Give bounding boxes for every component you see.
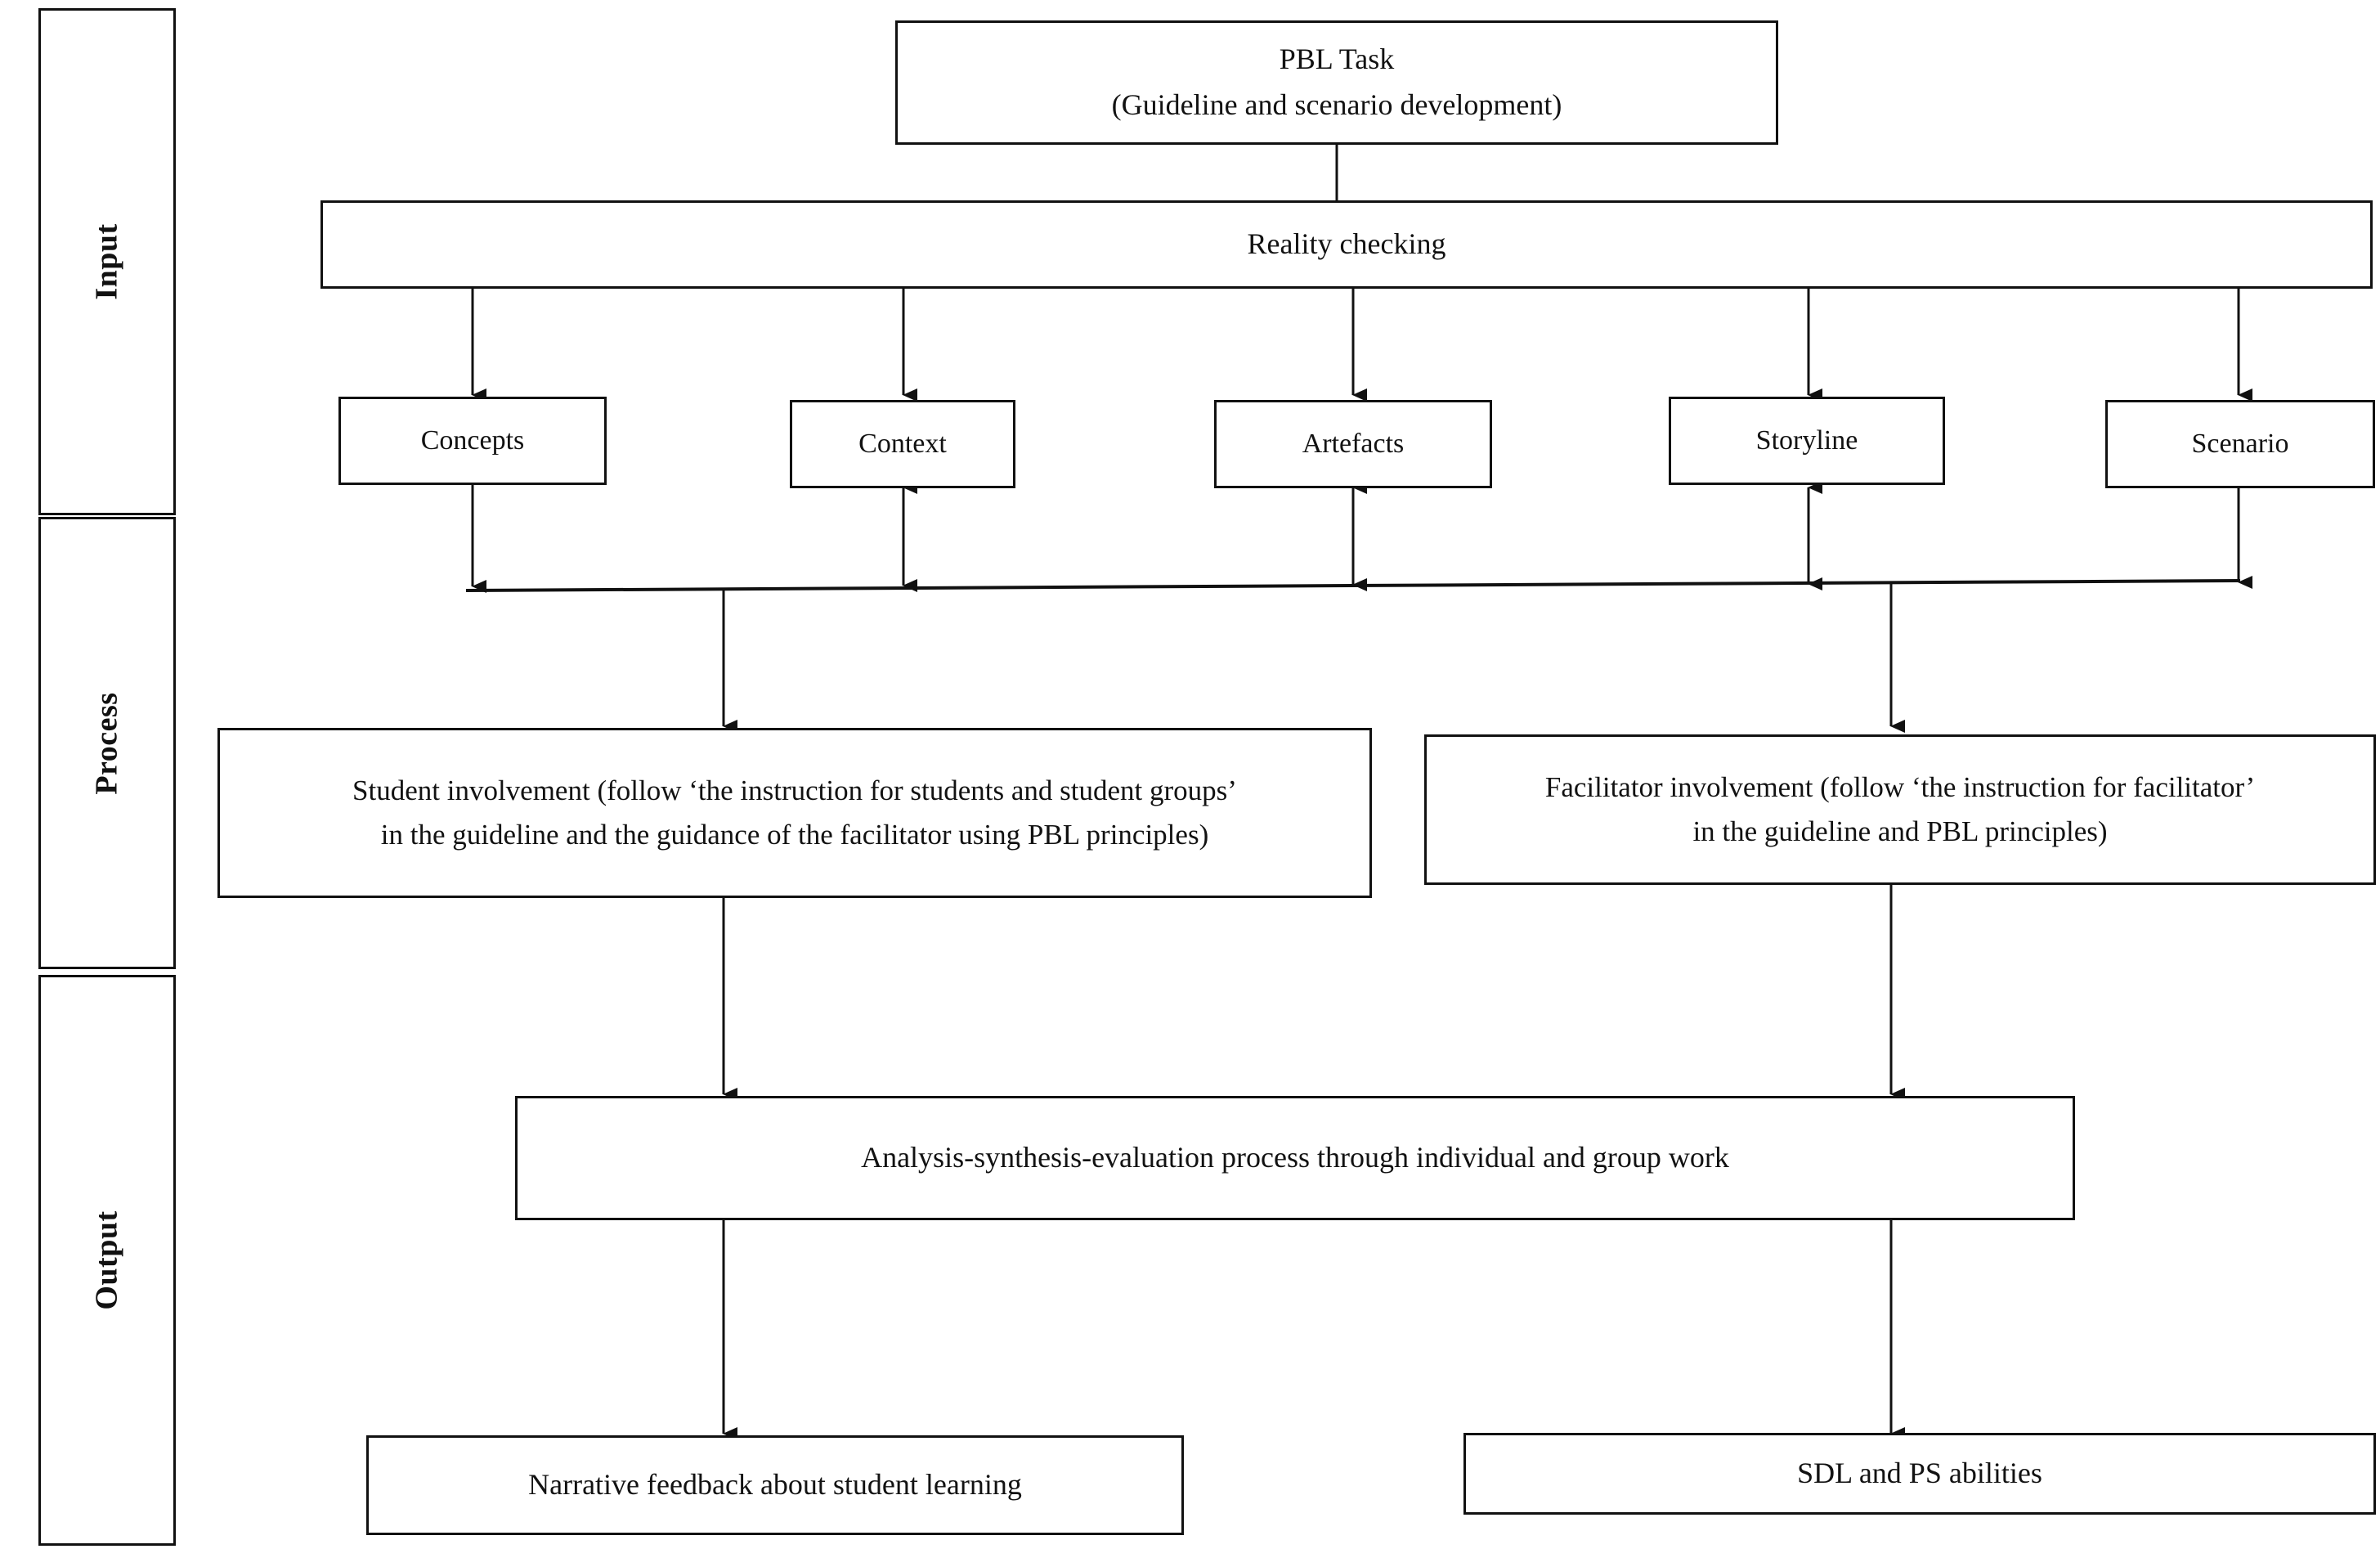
node-artefacts-label: Artefacts (1302, 428, 1405, 459)
horizontal-bus-line (465, 579, 2241, 592)
node-pbl-task-line1: PBL Task (1279, 43, 1395, 76)
node-reality-checking[interactable]: Reality checking (320, 200, 2373, 289)
node-context-label: Context (858, 428, 947, 459)
node-student-involvement-line1: Student involvement (follow ‘the instruc… (352, 774, 1237, 806)
node-context[interactable]: Context (790, 400, 1015, 488)
node-pbl-task-line2: (Guideline and scenario development) (1111, 88, 1562, 121)
stage-cell-output: Output (38, 975, 176, 1546)
node-scenario[interactable]: Scenario (2105, 400, 2375, 488)
node-facilitator-involvement[interactable]: Facilitator involvement (follow ‘the ins… (1424, 734, 2376, 885)
node-student-involvement[interactable]: Student involvement (follow ‘the instruc… (217, 728, 1372, 898)
node-storyline[interactable]: Storyline (1669, 397, 1945, 485)
stage-label-output: Output (90, 1210, 124, 1310)
node-reality-checking-label: Reality checking (1247, 227, 1446, 261)
node-pbl-task[interactable]: PBL Task (Guideline and scenario develop… (895, 20, 1778, 145)
node-concepts-label: Concepts (420, 424, 525, 456)
stage-cell-process: Process (38, 517, 176, 969)
node-sdl-ps-abilities[interactable]: SDL and PS abilities (1463, 1433, 2376, 1515)
stage-label-process: Process (89, 691, 124, 795)
node-sdl-ps-label: SDL and PS abilities (1797, 1457, 2042, 1490)
stage-label-input: Input (90, 223, 124, 300)
node-analysis-synthesis-evaluation[interactable]: Analysis-synthesis-evaluation process th… (515, 1096, 2075, 1220)
node-artefacts[interactable]: Artefacts (1214, 400, 1492, 488)
node-narrative-feedback[interactable]: Narrative feedback about student learnin… (366, 1435, 1184, 1535)
node-scenario-label: Scenario (2191, 428, 2289, 459)
node-analysis-label: Analysis-synthesis-evaluation process th… (861, 1141, 1729, 1174)
node-facilitator-involvement-line2: in the guideline and PBL principles) (1692, 815, 2108, 847)
node-student-involvement-line2: in the guideline and the guidance of the… (380, 819, 1209, 851)
stage-cell-input: Input (38, 8, 176, 515)
node-facilitator-involvement-line1: Facilitator involvement (follow ‘the ins… (1544, 770, 2256, 803)
node-narrative-feedback-label: Narrative feedback about student learnin… (528, 1468, 1022, 1502)
node-storyline-label: Storyline (1755, 424, 1858, 456)
node-concepts[interactable]: Concepts (338, 397, 607, 485)
